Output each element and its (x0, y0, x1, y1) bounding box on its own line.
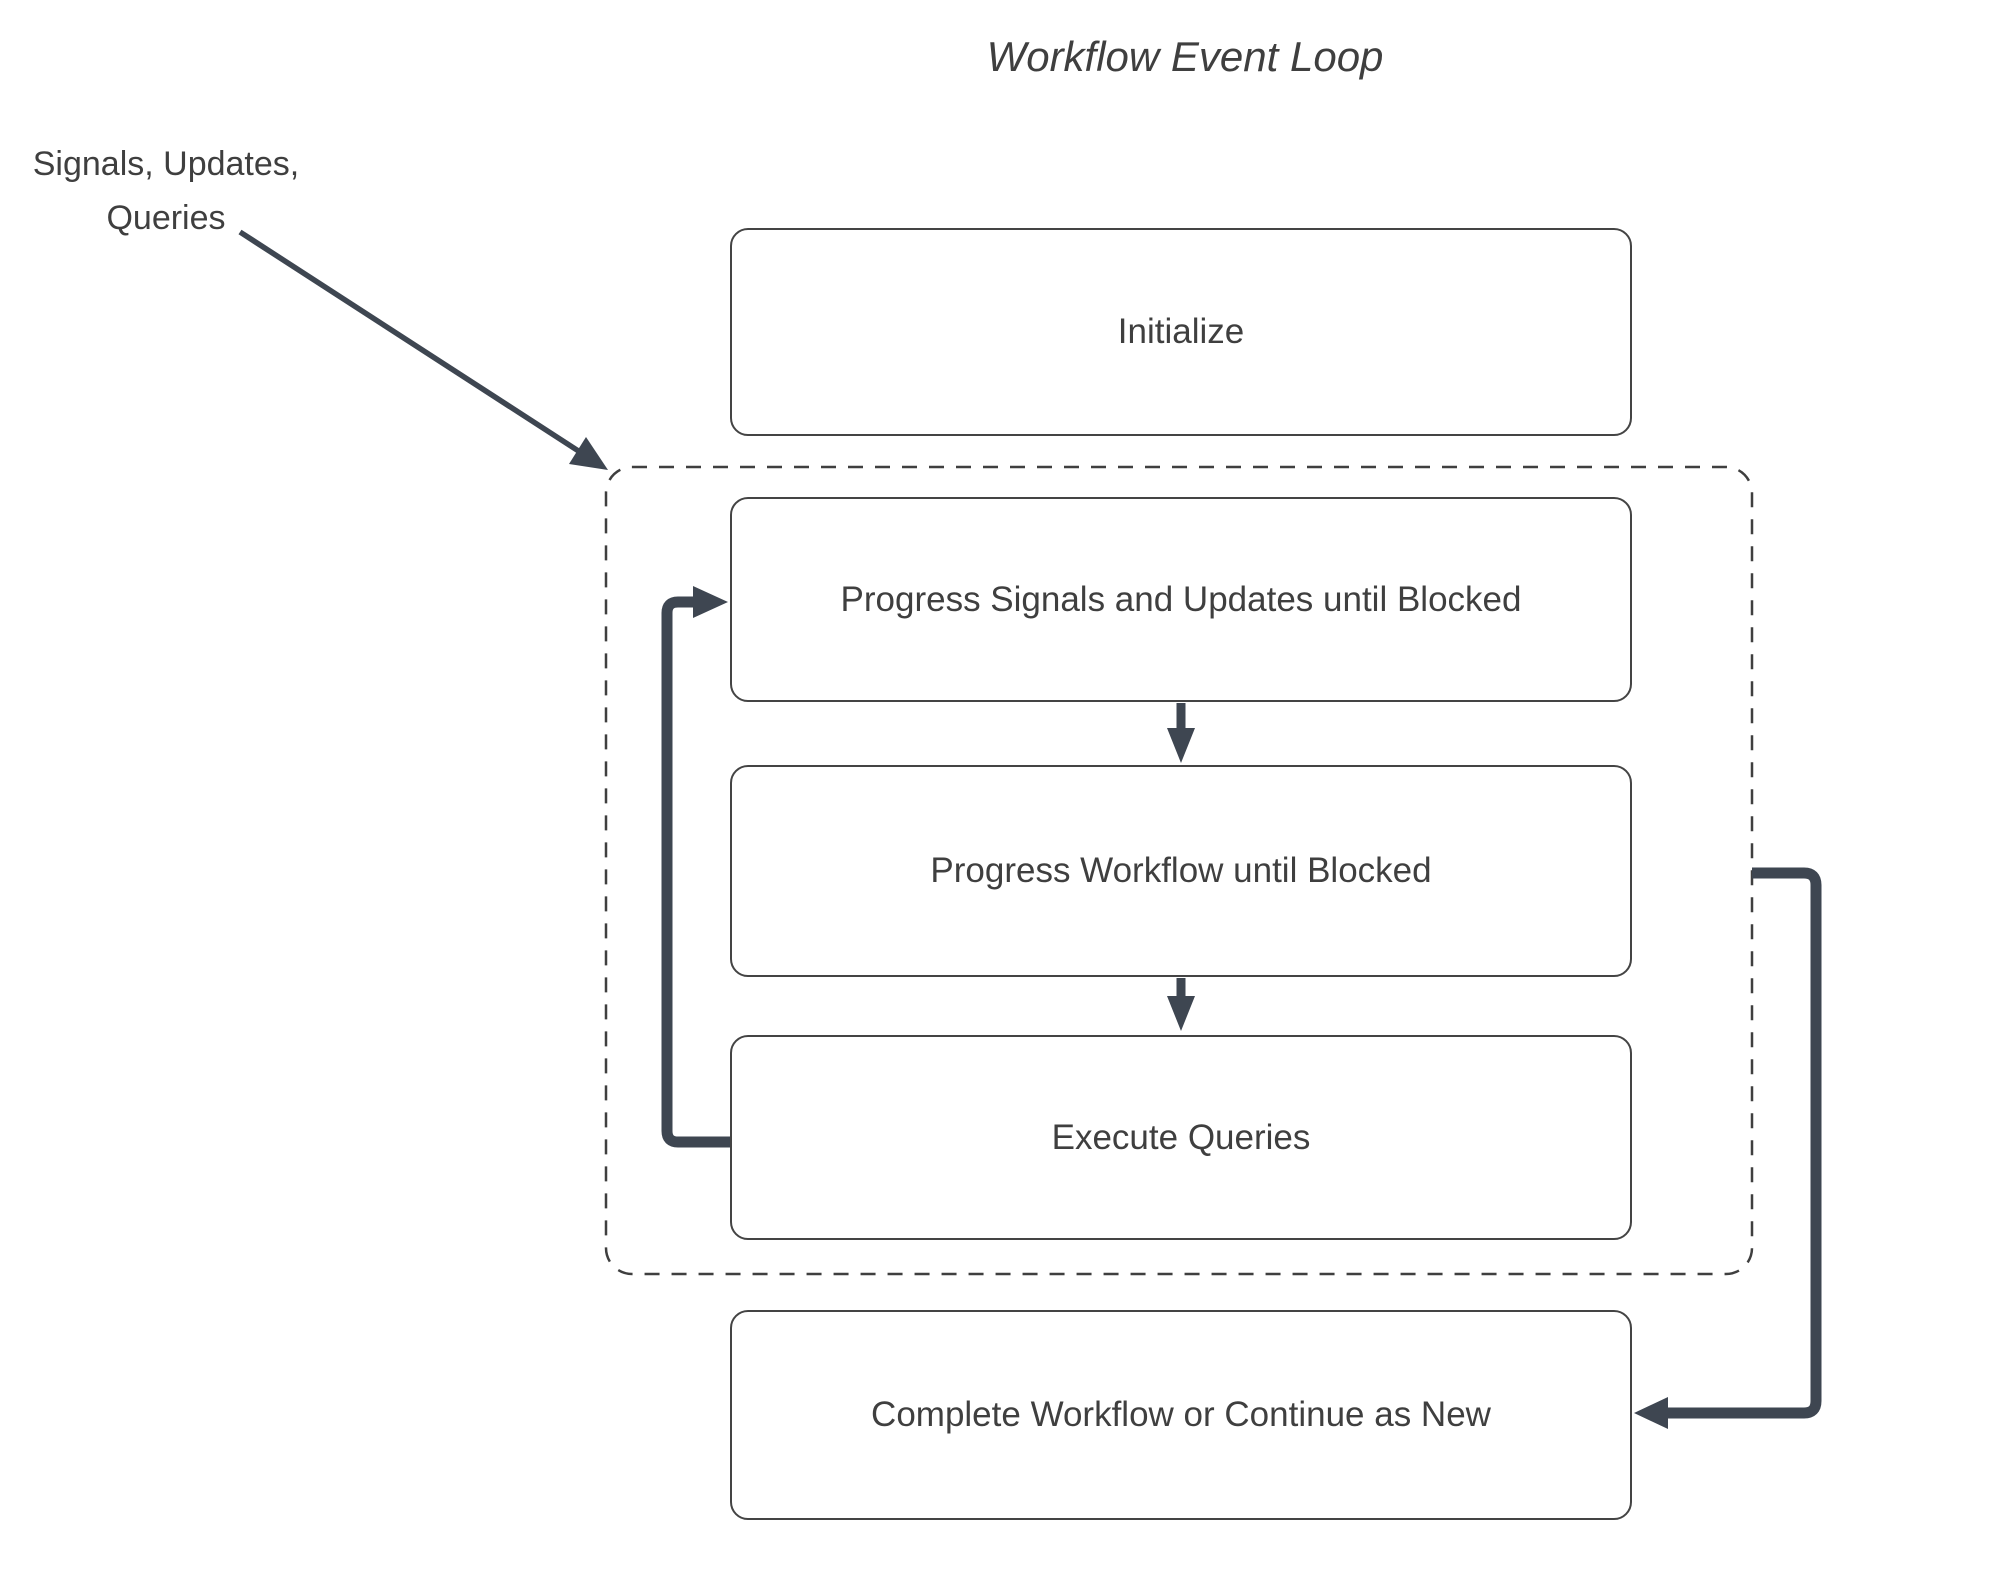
signals-arrow (238, 229, 608, 470)
signals-arrowhead (569, 437, 608, 470)
node-label: Execute Queries (1051, 1117, 1311, 1157)
loop-back-arrow-line (661, 596, 730, 1148)
node-label: Initialize (1117, 312, 1245, 351)
loop-back-arrowhead (693, 586, 728, 618)
continue-arrow (1634, 867, 1822, 1429)
node-execute-queries: Execute Queries (730, 1035, 1632, 1240)
signals-arrow-line (238, 229, 582, 455)
down-arrow-1 (1167, 703, 1195, 763)
annotation-signals-updates-queries: Signals, Updates, Queries (20, 137, 312, 245)
down-arrow-2 (1167, 978, 1195, 1031)
continue-arrow-line (1668, 867, 1822, 1419)
node-label: Complete Workflow or Continue as New (871, 1395, 1491, 1434)
node-label: Progress Signals and Updates until Block… (840, 579, 1522, 619)
node-initialize: Initialize (730, 228, 1632, 436)
continue-arrowhead (1634, 1397, 1668, 1429)
node-complete-workflow: Complete Workflow or Continue as New (730, 1310, 1632, 1520)
annotation-line-2: Queries (106, 199, 226, 237)
down-arrow-2-head (1167, 996, 1195, 1031)
diagram-title: Workflow Event Loop (986, 33, 1384, 80)
loop-back-arrow (661, 586, 730, 1148)
node-label: Progress Workflow until Blocked (930, 851, 1432, 890)
annotation-line-1: Signals, Updates, (32, 145, 300, 183)
down-arrow-1-head (1167, 728, 1195, 763)
node-progress-workflow: Progress Workflow until Blocked (730, 765, 1632, 977)
node-progress-signals-and-updates: Progress Signals and Updates until Block… (730, 497, 1632, 702)
